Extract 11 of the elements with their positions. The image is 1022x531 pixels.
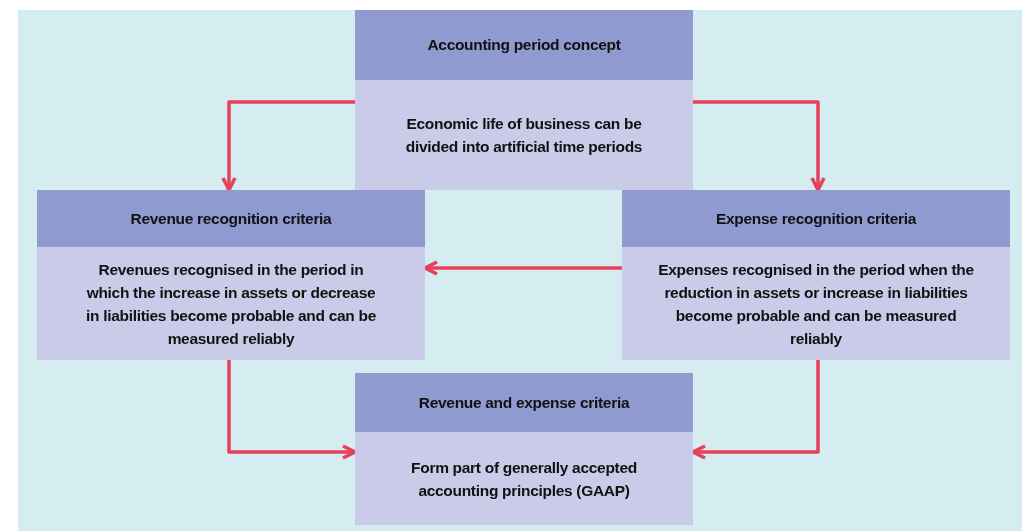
box-heading: Expense recognition criteria [622, 190, 1010, 247]
box-heading: Revenue recognition criteria [37, 190, 425, 247]
arrow [693, 100, 826, 192]
box-body: Form part of generally accepted accounting principles (GAAP) [355, 432, 693, 525]
arrow [227, 360, 357, 460]
box-body: Revenues recognised in the period in which the increase in assets or decrease in liabilities become probable and can be measured reliably [37, 247, 425, 360]
arrow [221, 100, 355, 192]
box-body: Economic life of business can be divided into artificial time periods [355, 80, 693, 190]
box-body: Expenses recognised in the period when the reduction in assets or increase in liabilities become probable and can be measured reliably [622, 247, 1010, 360]
box-heading: Revenue and expense criteria [355, 373, 693, 432]
box-heading: Accounting period concept [355, 10, 693, 80]
